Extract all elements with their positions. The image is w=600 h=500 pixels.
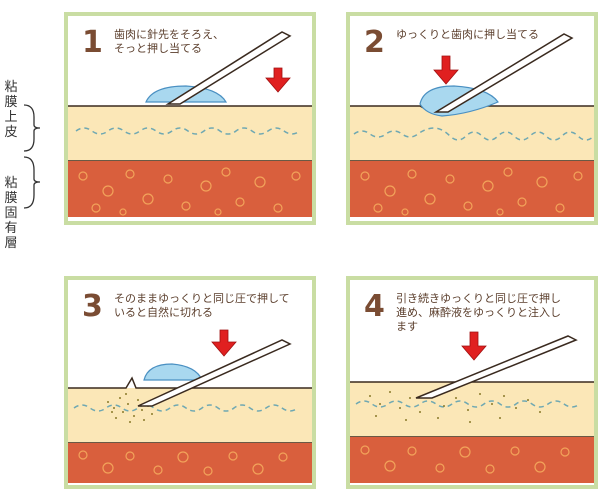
step-caption-1: 歯肉に針先をそろえ、 そっと押し当てる <box>114 28 224 55</box>
label-epithelium: 粘膜上皮 <box>4 80 18 140</box>
step-caption-4: 引き続きゆっくりと同じ圧で押し 進め、麻酔液をゆっくりと注入し ます <box>396 292 561 333</box>
step-panel-2: 2 ゆっくりと歯肉に押し当てる <box>346 12 598 225</box>
step-number-3: 3 <box>82 289 103 324</box>
step-1-illustration <box>68 31 312 217</box>
step-2-illustration <box>350 33 594 217</box>
step-4-illustration <box>350 331 594 483</box>
step-3-illustration <box>68 329 312 483</box>
brace-lamina-propria <box>23 156 41 209</box>
label-lamina-propria: 粘膜固有層 <box>4 176 18 251</box>
step-panel-4: 4 引き続きゆっくりと同じ圧で押し 進め、麻酔液をゆっくりと注入し ます <box>346 276 598 489</box>
step-caption-3: そのままゆっくりと同じ圧で押して いると自然に切れる <box>114 292 290 319</box>
step-number-4: 4 <box>364 289 385 324</box>
step-panel-3: 3 そのままゆっくりと同じ圧で押して いると自然に切れる <box>64 276 316 489</box>
step-panel-1: 1 歯肉に針先をそろえ、 そっと押し当てる <box>64 12 316 225</box>
brace-epithelium <box>23 104 41 152</box>
step-number-2: 2 <box>364 25 385 60</box>
step-caption-2: ゆっくりと歯肉に押し当てる <box>396 28 539 41</box>
step-number-1: 1 <box>82 25 103 60</box>
